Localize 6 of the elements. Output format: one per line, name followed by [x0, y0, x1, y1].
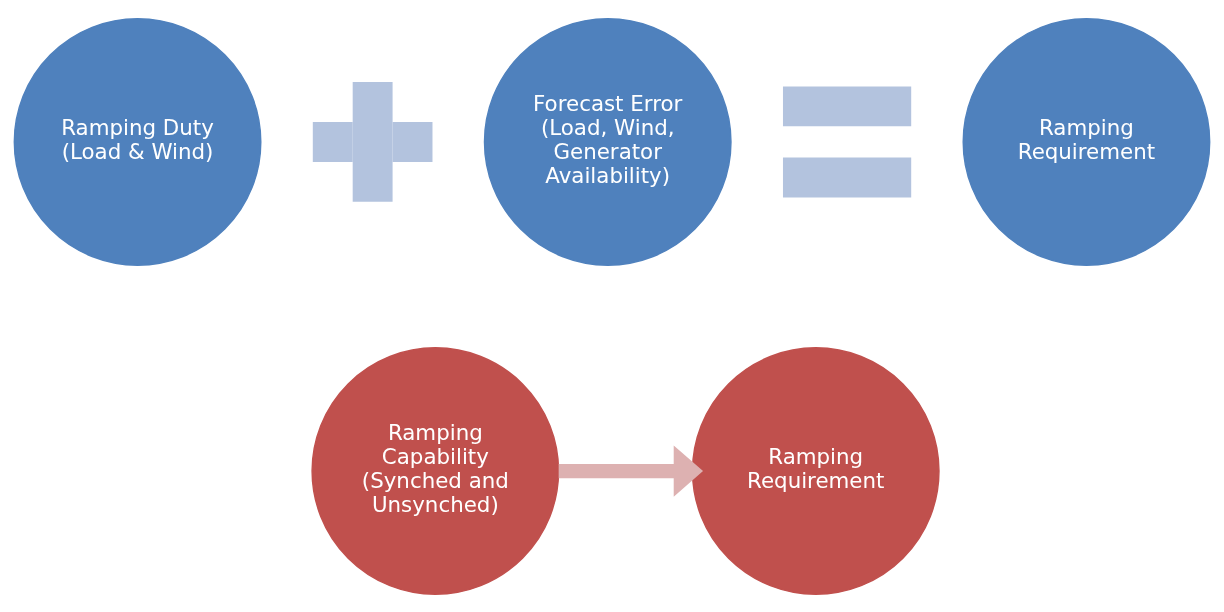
- node-circle: Forecast Error (Load, Wind, Generator Availability): [483, 17, 732, 266]
- arrow: [558, 444, 704, 497]
- node-circle: Ramping Requirement: [691, 346, 940, 595]
- node-circle: Ramping Duty (Load & Wind): [13, 17, 262, 266]
- node-circle: Ramping Requirement: [962, 17, 1211, 266]
- node-circle: Ramping Capability (Synched and Unsynched): [311, 346, 560, 595]
